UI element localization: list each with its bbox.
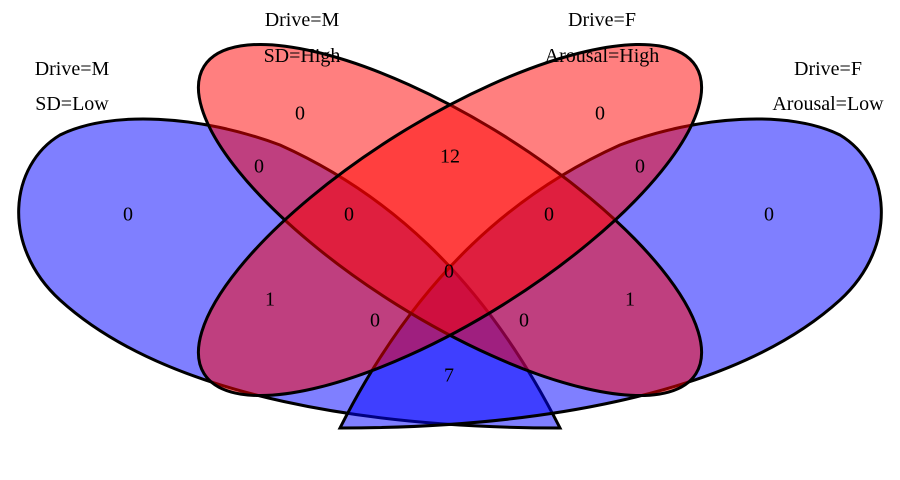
set-c-label-line1: Drive=F — [568, 9, 636, 31]
count-bcd: 0 — [544, 204, 554, 226]
set-c-ellipse — [196, 42, 704, 398]
count-abcd: 0 — [444, 261, 454, 283]
set-b-label-line1: Drive=M — [265, 9, 340, 31]
set-c-label-line2: Arousal=High — [545, 45, 660, 67]
set-d-label-line2: Arousal=Low — [772, 93, 884, 115]
count-abc: 0 — [344, 204, 354, 226]
count-ad: 7 — [444, 365, 454, 387]
count-a-only: 0 — [123, 204, 133, 226]
count-c-only: 0 — [595, 103, 605, 125]
set-d-label-line1: Drive=F — [794, 58, 862, 80]
count-ac: 1 — [265, 289, 275, 311]
set-a-label-line2: SD=Low — [35, 93, 109, 115]
count-cd: 0 — [635, 156, 645, 178]
count-bd: 1 — [625, 289, 635, 311]
count-ab: 0 — [254, 156, 264, 178]
set-b-label-line2: SD=High — [264, 45, 341, 67]
count-abd: 0 — [519, 310, 529, 332]
count-d-only: 0 — [764, 204, 774, 226]
set-a-label-line1: Drive=M — [35, 58, 110, 80]
count-b-only: 0 — [295, 103, 305, 125]
count-bc: 12 — [440, 146, 460, 168]
count-acd: 0 — [370, 310, 380, 332]
